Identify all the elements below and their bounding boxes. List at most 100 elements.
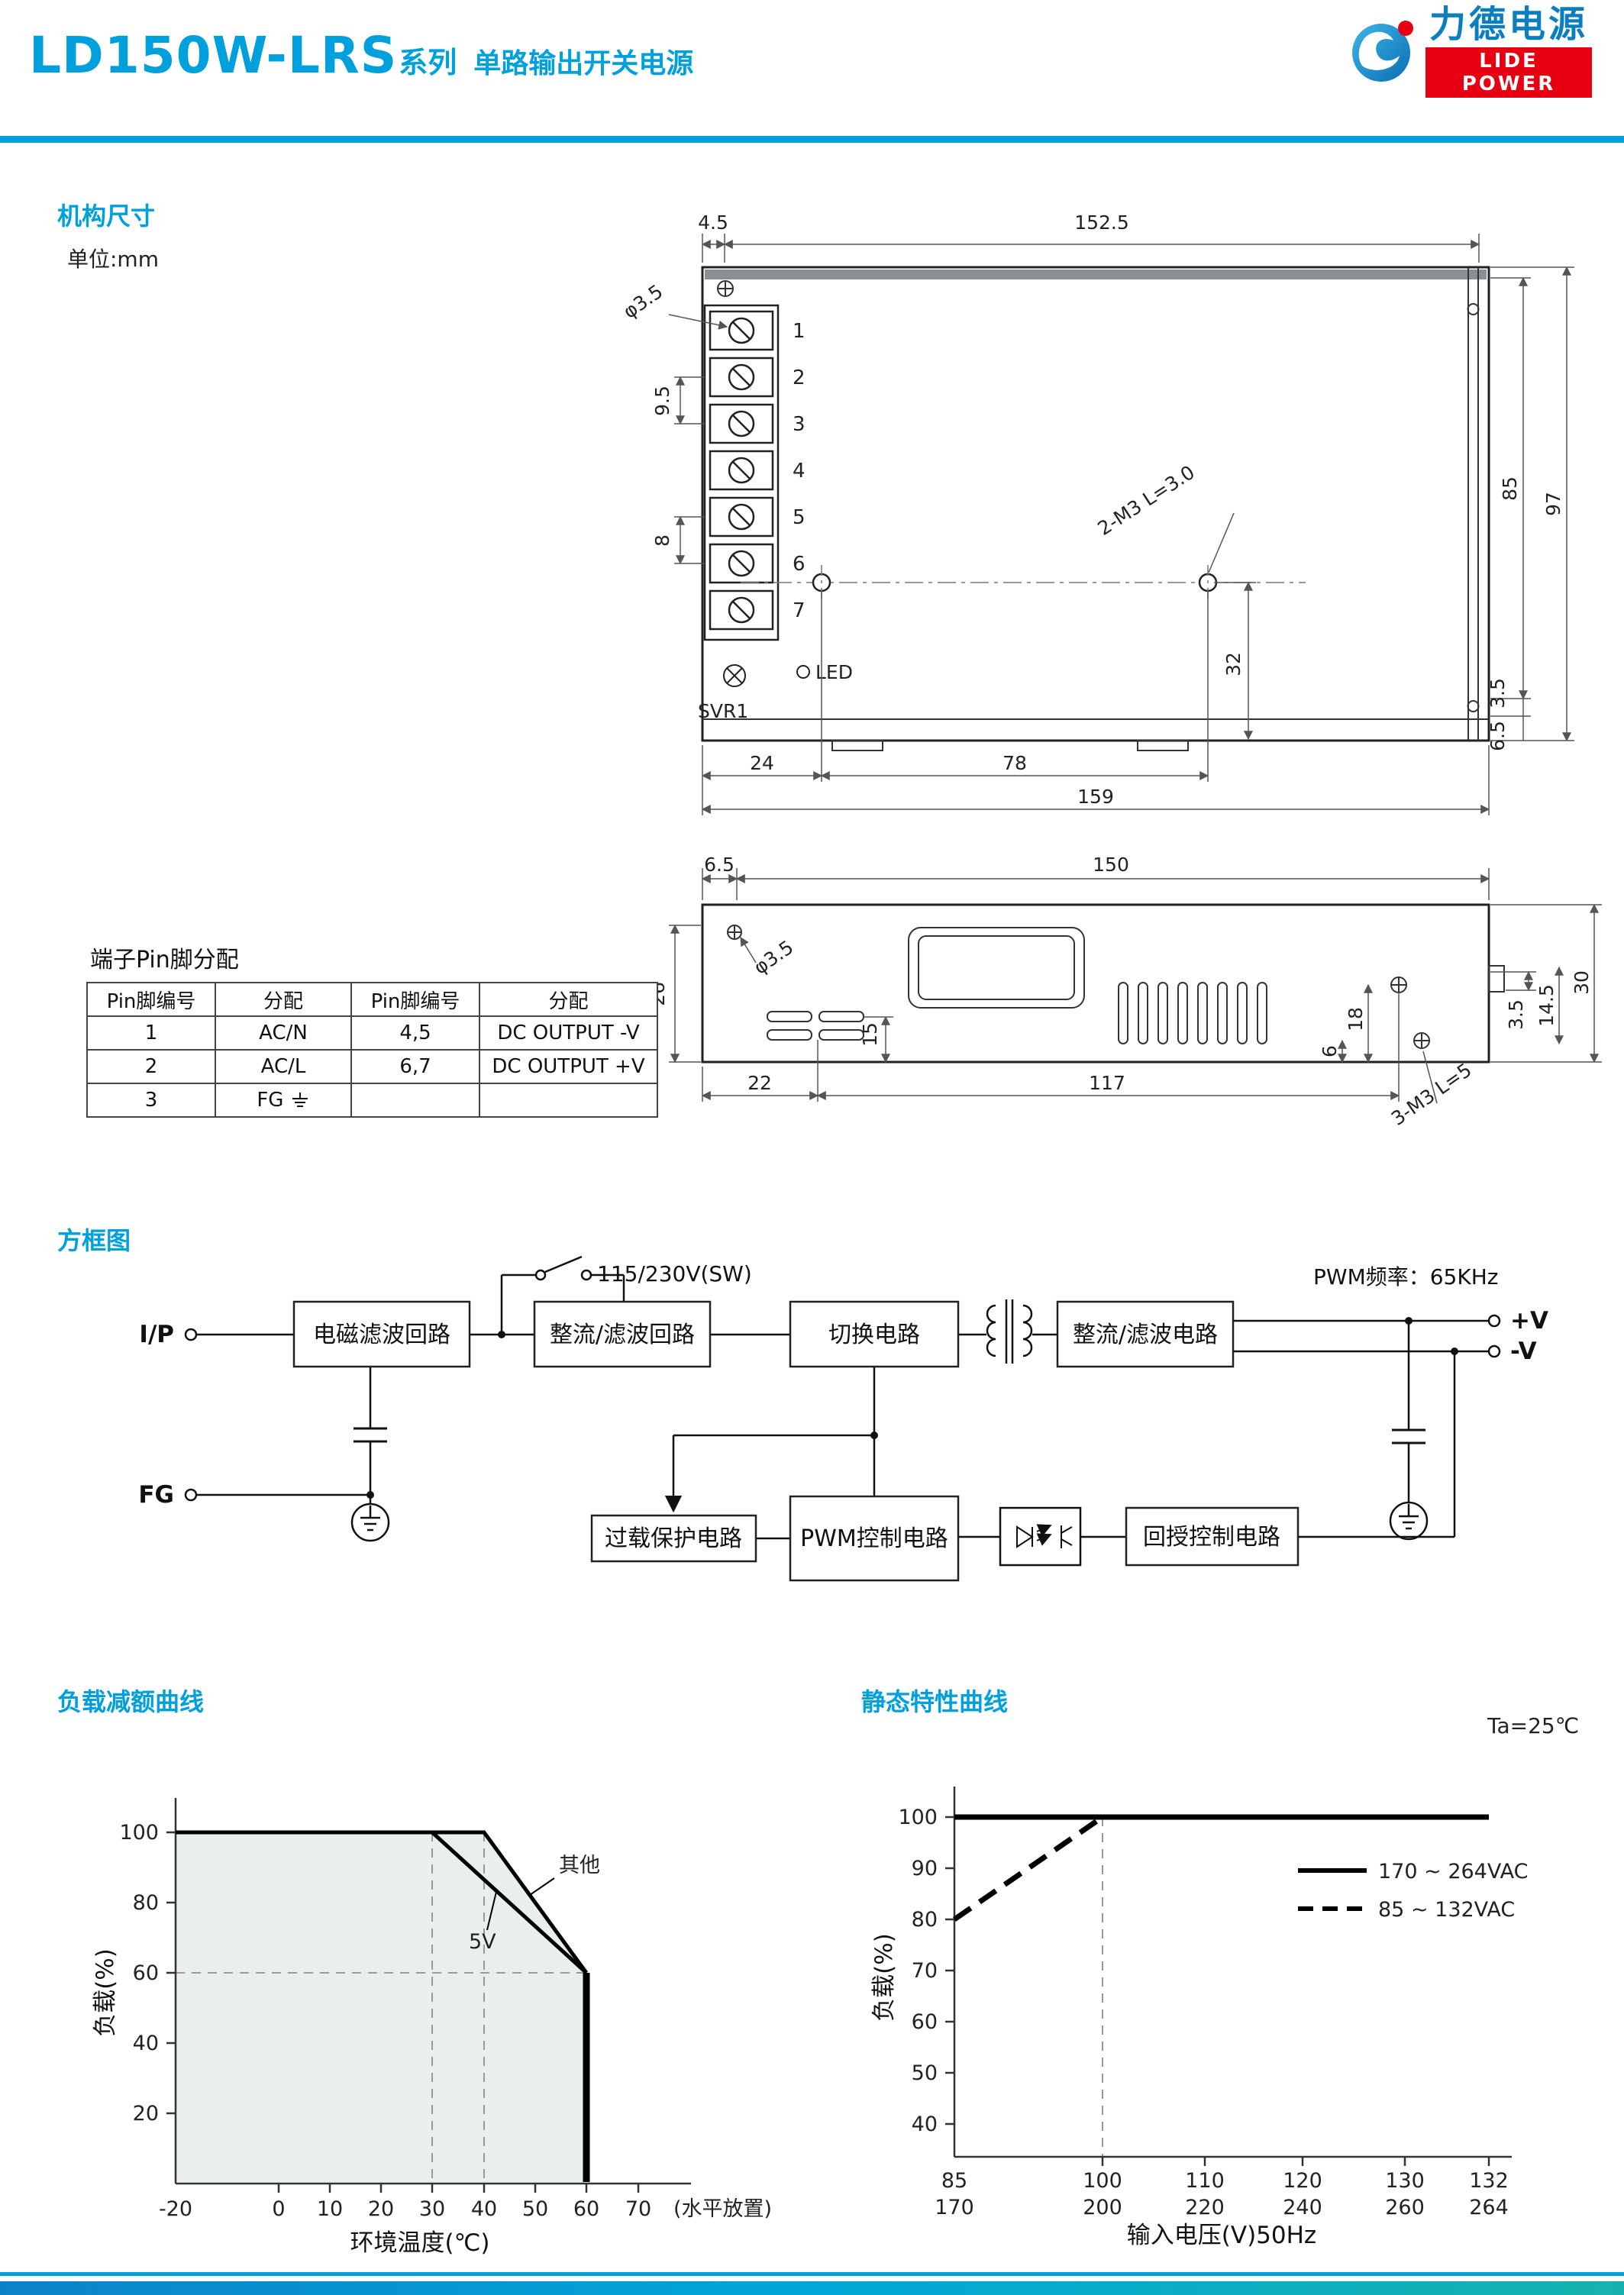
dim-9-5: 9.5 [651,386,673,416]
pin-1-label: 1 [793,320,806,343]
brand-logo: 力德电源 LIDE POWER [1349,5,1592,98]
x-tick: -20 [159,2197,192,2221]
terminals [184,1269,1501,1502]
x-tick: 100 [1083,2169,1122,2193]
cell: DC OUTPUT +V [479,1049,658,1084]
y-tick-labels: 100 80 60 40 20 [119,1821,159,2126]
block-feedback-control: 回授控制电路 [1143,1524,1280,1551]
y-tick: 100 [898,1806,938,1829]
dim-150: 150 [1093,854,1129,876]
case-details [702,267,1489,751]
y-tick: 20 [133,2102,159,2126]
series-other-line [176,1830,589,1974]
io-labels: I/P FG +V -V [138,1307,1548,1509]
x-tick: 50 [522,2197,548,2221]
legend: 170 ~ 264VAC 85 ~ 132VAC [1298,1860,1528,1922]
page-title: LD150W-LRS 系列 单路输出开关电源 [29,26,693,85]
block-rectifier-input: 整流/滤波回路 [550,1322,695,1348]
cell: FG [215,1083,352,1118]
x-tick: 200 [1083,2196,1122,2219]
block-rectifier-output: 整流/滤波电路 [1073,1322,1218,1348]
section-heading-derating: 负载减额曲线 [57,1687,205,1716]
table-row: 2 AC/L 6,7 DC OUTPUT +V [86,1049,658,1084]
dimension-lines [668,234,1574,815]
dim-32: 32 [1222,652,1245,676]
unit-note: 单位:mm [67,247,159,272]
brand-text: 力德电源 LIDE POWER [1425,5,1592,98]
dim-85: 85 [1499,476,1521,501]
x-tick: 60 [573,2197,599,2221]
fg-label: FG [138,1481,174,1509]
section-heading-mechanical: 机构尺寸 [57,202,156,231]
x-tick-labels-high: 85 100 110 120 130 132 [941,2169,1509,2193]
input-label: I/P [139,1321,174,1348]
dim-78: 78 [1002,752,1027,774]
pin-7-label: 7 [793,599,806,622]
static-characteristic-chart: 170 ~ 264VAC 85 ~ 132VAC 100 90 80 70 60… [870,1787,1528,2249]
derating-curve-chart: 其他 5V 100 80 60 40 20 -20 0 10 20 30 40 … [92,1798,772,2257]
cell: 2 [86,1049,216,1084]
cell: AC/N [215,1015,352,1051]
mechanical-drawing-side: 6.5 150 φ3.5 26 15 18 6 3.5 14.5 30 22 1… [647,854,1602,1130]
diagram-block-labels: 电磁滤波回路 整流/滤波回路 切换电路 整流/滤波电路 过载保护电路 PWM控制… [313,1322,1280,1552]
col-header: Pin脚编号 [350,982,480,1017]
characteristic-lines [953,1814,1489,1922]
dimension-lines-side [669,868,1602,1104]
dim-159: 159 [1077,786,1114,808]
legend-high-vac-label: 170 ~ 264VAC [1378,1860,1528,1883]
table-row: 3 FG [86,1083,658,1118]
dimension-labels-side: 6.5 150 φ3.5 26 15 18 6 3.5 14.5 30 22 1… [647,854,1593,1130]
cell: DC OUTPUT -V [479,1015,658,1051]
y-tick: 60 [133,1961,159,1985]
dim-6: 6 [1319,1045,1341,1057]
dim-6-5-front: 6.5 [1487,721,1509,751]
case-outline [701,266,1490,742]
mounting-note: (水平放置) [673,2197,772,2221]
y-tick-labels: 100 90 80 70 60 50 40 [898,1806,938,2136]
svr-led-symbols [723,664,810,687]
cell: AC/L [215,1049,352,1084]
transformer-symbol [986,1299,1033,1364]
lide-swirl-icon [1352,20,1413,82]
output-negative-label: -V [1510,1338,1537,1365]
fivev-leader [486,1891,497,1931]
pin-4-label: 4 [793,460,806,483]
table-row: 1 AC/N 4,5 DC OUTPUT -V [86,1015,658,1051]
ambient-temp-note: Ta=25℃ [1487,1713,1580,1738]
col-header: 分配 [215,982,352,1017]
series-5v-line [431,1831,588,1974]
dim-30: 30 [1571,970,1593,995]
wires [196,1255,1489,1540]
cell: 3 [86,1083,216,1118]
pin-numbers: 1 2 3 4 5 6 7 [793,320,806,622]
x-tick-labels: -20 0 10 20 30 40 50 60 70 (水平放置) [159,2197,772,2221]
brand-name-en: LIDE POWER [1425,47,1592,98]
dim-22: 22 [747,1072,772,1094]
x-tick: 260 [1385,2196,1425,2219]
series-other-label: 其他 [559,1854,600,1877]
y-tick: 60 [912,2010,938,2034]
ac-switch-label: 115/230V(SW) [597,1261,752,1286]
pwm-frequency-note: PWM频率：65KHz [1313,1264,1498,1290]
cell: 6,7 [350,1049,480,1084]
brand-name-cn: 力德电源 [1429,3,1588,46]
dim-3-5-front: 3.5 [1487,678,1509,709]
y-tick: 40 [133,2032,159,2055]
col-header: 分配 [479,982,658,1017]
cell [350,1083,480,1118]
dim-8: 8 [651,534,673,547]
case-details-side [727,925,1505,1049]
x-tick: 110 [1185,2169,1225,2193]
shaded-operating-region [176,1832,586,2182]
series-low-vac-line [953,1815,1104,1922]
screw-note-side: 3-M3 L=5 [1387,1059,1476,1130]
pin-5-label: 5 [793,506,806,529]
x-axis-label: 环境温度(℃) [350,2229,489,2257]
x-tick: 30 [419,2197,445,2221]
title-series: 系列 [399,46,457,79]
dim-15: 15 [859,1022,881,1047]
y-tick: 100 [119,1821,159,1845]
earth-ground-icon [350,1501,1429,1542]
dashed-guides [176,1832,586,2182]
